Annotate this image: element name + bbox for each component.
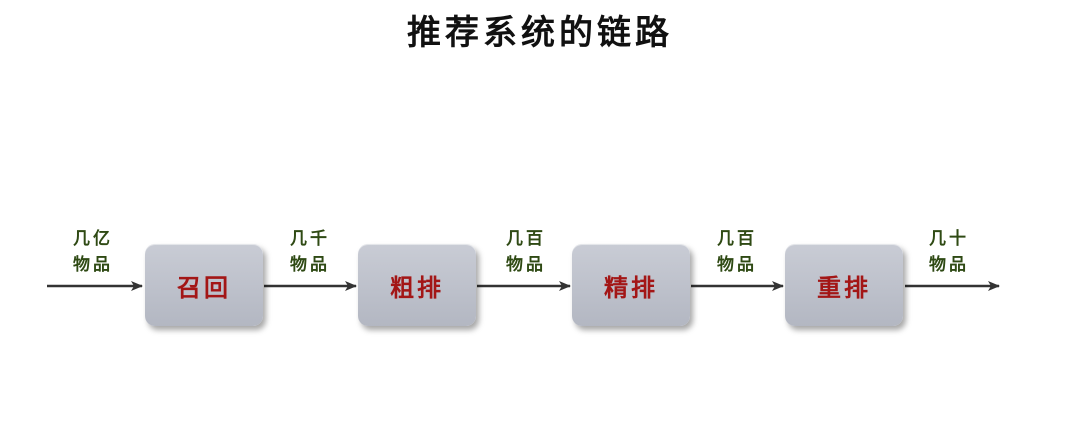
count-quantity: 几十 [929,229,969,249]
count-label-input: 几亿 物品 [58,226,128,278]
count-unit: 物品 [506,255,546,275]
count-quantity: 几亿 [73,229,113,249]
count-label-after-coarse: 几百 物品 [491,226,561,278]
count-unit: 物品 [73,255,113,275]
count-unit: 物品 [717,255,757,275]
count-label-output: 几十 物品 [914,226,984,278]
stage-rerank-box: 重排 [785,244,903,326]
count-quantity: 几千 [290,229,330,249]
stage-label: 粗排 [390,272,444,302]
count-quantity: 几百 [506,229,546,249]
count-label-after-recall: 几千 物品 [275,226,345,278]
count-unit: 物品 [929,255,969,275]
stage-label: 精排 [604,272,658,302]
stage-recall-box: 召回 [145,244,263,326]
count-label-after-fine: 几百 物品 [702,226,772,278]
stage-fine-ranking-box: 精排 [572,244,690,326]
stage-label: 召回 [177,272,231,302]
count-quantity: 几百 [717,229,757,249]
diagram-title: 推荐系统的链路 [407,13,673,53]
stage-coarse-ranking-box: 粗排 [358,244,476,326]
count-unit: 物品 [290,255,330,275]
stage-label: 重排 [817,272,871,302]
